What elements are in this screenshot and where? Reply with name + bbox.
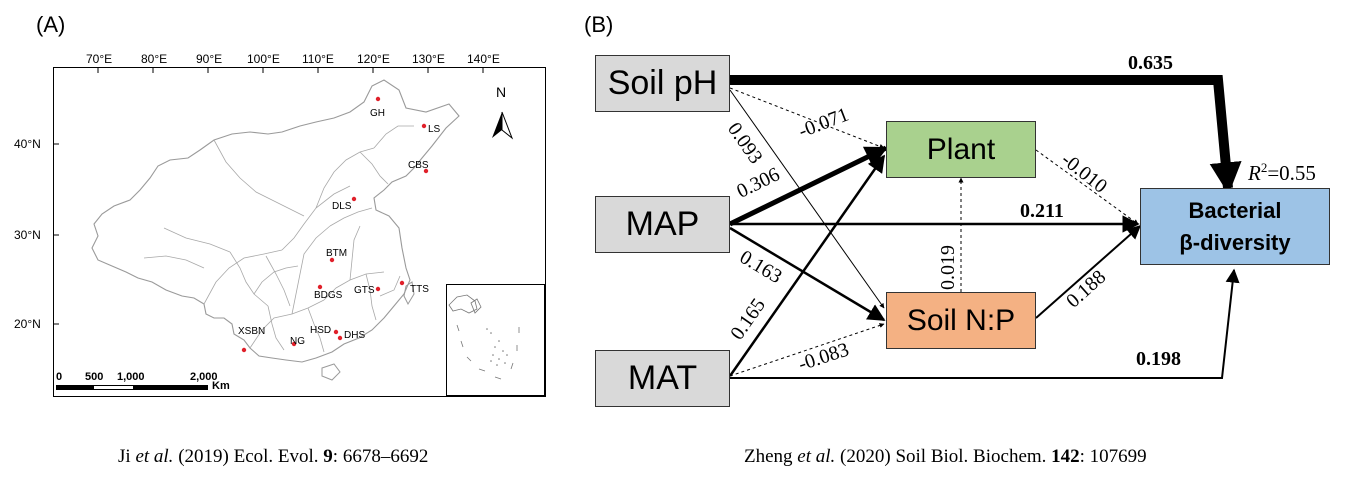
node-mat: MAT bbox=[595, 350, 730, 407]
site-label-dhs: DHS bbox=[344, 330, 366, 341]
site-label-bdgs: BDGS bbox=[314, 290, 343, 301]
lon-tick-90: 90°E bbox=[196, 52, 223, 66]
arrow-mat-bacterial bbox=[730, 268, 1240, 379]
coef-map-bacterial: 0.211 bbox=[1020, 200, 1064, 222]
citation-b: Zheng et al. (2020) Soil Biol. Biochem. … bbox=[744, 446, 1147, 467]
node-map: MAP bbox=[595, 196, 730, 253]
south-china-sea-inset bbox=[446, 284, 545, 396]
scale-tick-500: 500 bbox=[85, 371, 104, 383]
lon-tick-80: 80°E bbox=[141, 52, 168, 66]
site-label-ls: LS bbox=[428, 124, 441, 135]
panel-b-label: (B) bbox=[584, 12, 614, 37]
site-label-hsd: HSD bbox=[310, 325, 332, 336]
lon-tick-110: 110°E bbox=[302, 52, 334, 66]
citation-a: Ji et al. (2019) Ecol. Evol. 9: 6678–669… bbox=[118, 446, 429, 467]
inset-map bbox=[448, 294, 520, 380]
coef-soilph-bacterial: 0.635 bbox=[1128, 52, 1173, 74]
scale-unit: Km bbox=[212, 380, 230, 392]
site-label-ng: NG bbox=[290, 336, 305, 347]
scale-tick-0: 0 bbox=[56, 371, 63, 383]
north-arrow-icon bbox=[492, 111, 514, 140]
scale-bar bbox=[56, 385, 208, 390]
lon-tick-130: 130°E bbox=[412, 52, 445, 66]
coef-soilnp-plant: 0.019 bbox=[937, 245, 959, 290]
arrow-soilnp-bacterial bbox=[1035, 225, 1142, 319]
lon-tick-100: 100°E bbox=[247, 52, 280, 66]
lat-tick-40: 40°N bbox=[14, 137, 41, 151]
map-frame: GH LS CBS DLS BTM TTS BDGS GTS XSBN HSD … bbox=[53, 67, 546, 397]
north-label: N bbox=[496, 84, 507, 100]
coef-mat-bacterial: 0.198 bbox=[1136, 348, 1181, 370]
r-squared-label: R2=0.55 bbox=[1248, 160, 1316, 185]
site-dots bbox=[241, 96, 429, 353]
site-label-gh: GH bbox=[370, 108, 385, 119]
arrow-mat-plant bbox=[728, 154, 886, 377]
node-soil-np: Soil N:P bbox=[886, 292, 1036, 349]
site-label-gts: GTS bbox=[354, 285, 375, 296]
site-label-btm: BTM bbox=[326, 248, 348, 259]
node-plant: Plant bbox=[886, 121, 1036, 178]
arrow-soilph-soilnp bbox=[729, 89, 885, 309]
lon-tick-120: 120°E bbox=[357, 52, 390, 66]
site-label-cbs: CBS bbox=[408, 160, 429, 171]
site-label-tts: TTS bbox=[410, 284, 429, 295]
panel-a-label: (A) bbox=[36, 12, 66, 37]
node-soil-ph: Soil pH bbox=[595, 55, 730, 112]
node-bacterial-beta-diversity: Bacterial β-diversity bbox=[1140, 188, 1330, 265]
arrow-map-soilnp bbox=[729, 226, 886, 322]
china-map bbox=[54, 68, 514, 381]
lon-tick-70: 70°E bbox=[86, 52, 113, 66]
bacterial-line-1: Bacterial bbox=[1188, 197, 1282, 223]
site-label-dls: DLS bbox=[332, 201, 352, 212]
lat-tick-20: 20°N bbox=[14, 317, 41, 331]
bacterial-line-2: β-diversity bbox=[1179, 229, 1291, 255]
site-label-xsbn: XSBN bbox=[238, 326, 266, 337]
arrow-soilph-bacterial bbox=[730, 75, 1242, 195]
lon-tick-140: 140°E bbox=[467, 52, 500, 66]
scale-tick-1000: 1,000 bbox=[117, 371, 145, 383]
province-boundaries bbox=[143, 125, 414, 353]
scale-tick-2000: 2,000 bbox=[190, 371, 218, 383]
arrow-map-plant bbox=[728, 145, 889, 227]
china-outline bbox=[91, 79, 460, 363]
lat-tick-30: 30°N bbox=[14, 228, 41, 242]
